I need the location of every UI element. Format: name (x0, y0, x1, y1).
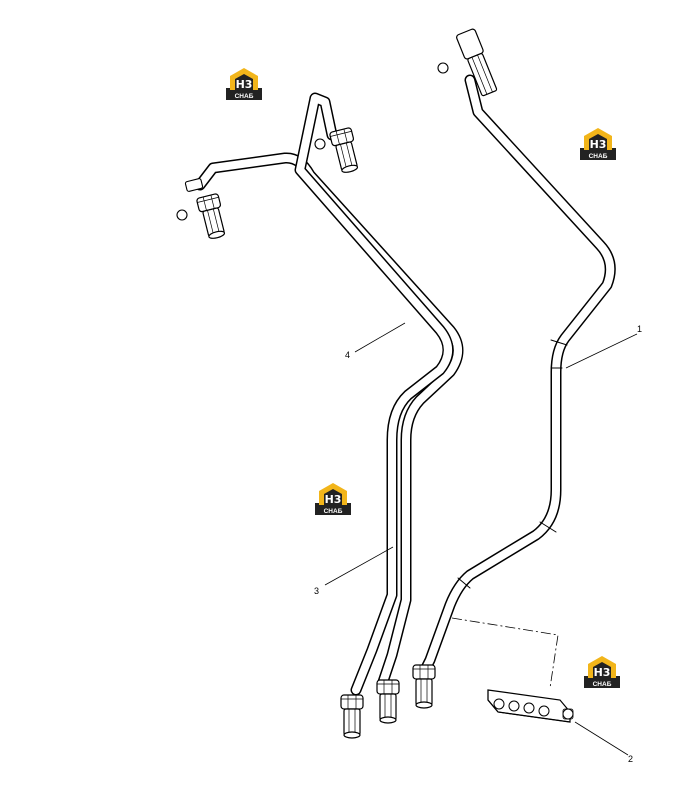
callout-4: 4 (345, 350, 350, 360)
watermark-logo: H3 CHAБ (315, 483, 351, 515)
leader-lines (324, 322, 638, 756)
pipe-clamp (487, 689, 574, 723)
watermark-logo: H3 CHAБ (580, 128, 616, 160)
fuel-pipe-1 (418, 74, 616, 678)
fuel-pipe-3 (294, 92, 454, 696)
svg-text:CHAБ: CHAБ (593, 681, 612, 688)
fuel-pipe-4 (194, 152, 464, 691)
svg-text:CHAБ: CHAБ (235, 93, 254, 100)
injector-fitting-left (176, 178, 229, 241)
watermark-logo: H3 CHAБ (226, 68, 262, 100)
callout-1: 1 (637, 324, 642, 334)
assembly-guide-line (451, 617, 559, 689)
svg-text:H3: H3 (325, 493, 342, 506)
watermark-logo: H3 CHAБ (584, 656, 620, 688)
pump-fitting-3 (340, 694, 364, 739)
callout-3: 3 (314, 586, 319, 596)
svg-text:H3: H3 (590, 138, 607, 151)
svg-text:H3: H3 (594, 666, 611, 679)
injector-fitting-center (314, 126, 362, 175)
injector-fitting-right (437, 28, 498, 97)
svg-text:CHAБ: CHAБ (324, 508, 343, 515)
svg-text:H3: H3 (236, 78, 253, 91)
svg-text:CHAБ: CHAБ (589, 153, 608, 160)
pump-fitting-2 (376, 679, 400, 724)
callout-2: 2 (628, 754, 633, 764)
pump-fitting-1 (412, 664, 436, 709)
